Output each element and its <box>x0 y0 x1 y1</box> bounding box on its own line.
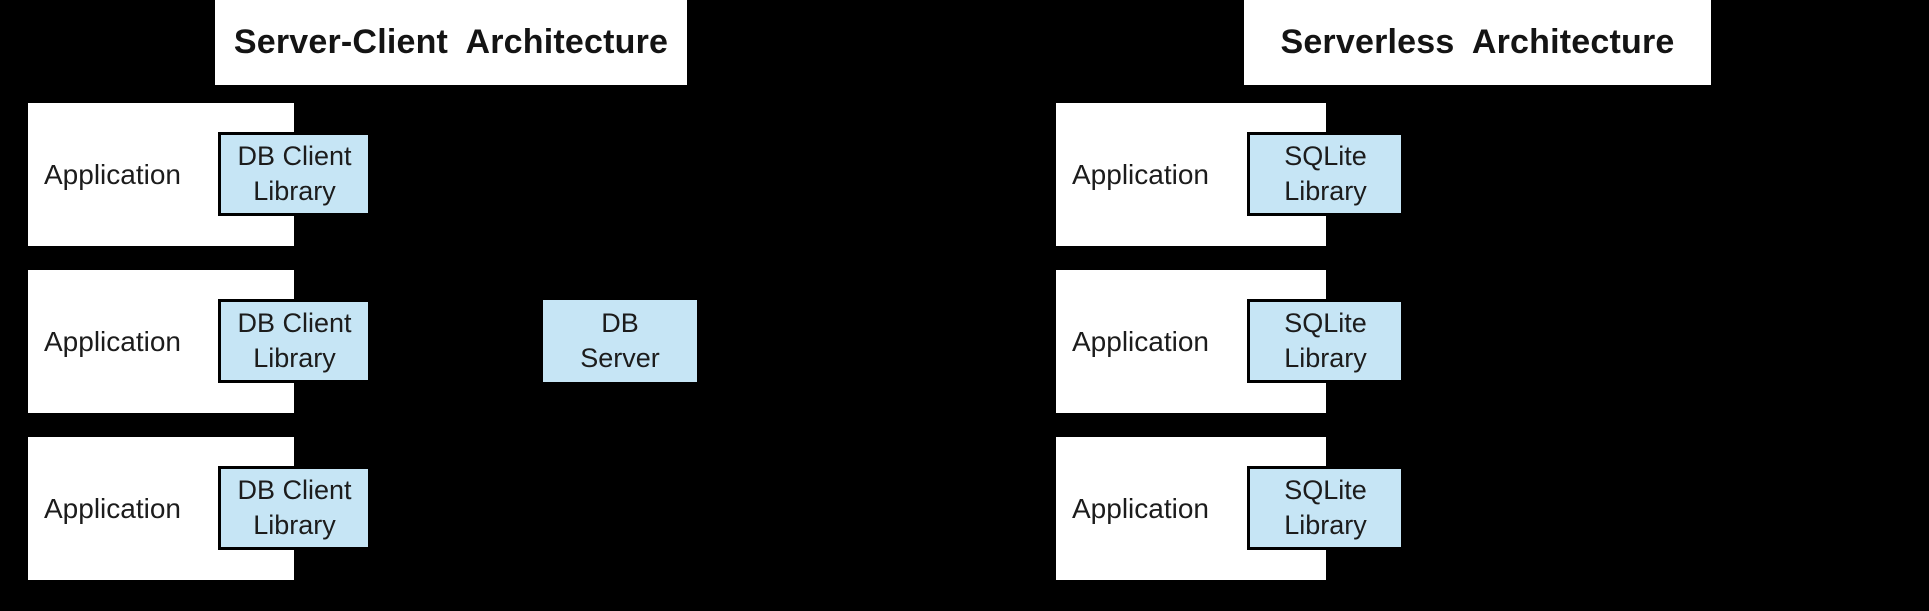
application-label: Application <box>1072 492 1209 524</box>
sqlite-library-label-line2: Library <box>1284 343 1367 373</box>
sqlite-library-label-line1: SQLite <box>1284 308 1367 338</box>
application-label: Application <box>1072 158 1209 190</box>
db-client-library-label-line2: Library <box>253 343 336 373</box>
db-client-library-box: DB Client Library <box>218 466 371 550</box>
sqlite-library-label-line2: Library <box>1284 176 1367 206</box>
server-client-title: Server-Client Architecture <box>215 0 687 85</box>
sqlite-library-box: SQLite Library <box>1247 466 1404 550</box>
application-label: Application <box>44 492 181 524</box>
sqlite-library-label-line1: SQLite <box>1284 475 1367 505</box>
application-label: Application <box>1072 325 1209 357</box>
db-client-library-label-line1: DB Client <box>237 475 352 505</box>
serverless-title: Serverless Architecture <box>1244 0 1711 85</box>
db-client-library-box: DB Client Library <box>218 299 371 383</box>
db-server-label-line1: DB <box>601 308 639 338</box>
serverless-title-label: Serverless Architecture <box>1280 23 1675 61</box>
application-label: Application <box>44 325 181 357</box>
sqlite-library-label-line1: SQLite <box>1284 141 1367 171</box>
db-client-library-label-line2: Library <box>253 176 336 206</box>
db-server-box: DB Server <box>543 300 697 382</box>
sqlite-library-box: SQLite Library <box>1247 299 1404 383</box>
db-server-label-line2: Server <box>580 343 660 373</box>
db-client-library-label-line1: DB Client <box>237 141 352 171</box>
application-label: Application <box>44 158 181 190</box>
db-client-library-label-line1: DB Client <box>237 308 352 338</box>
sqlite-library-label-line2: Library <box>1284 510 1367 540</box>
sqlite-library-box: SQLite Library <box>1247 132 1404 216</box>
db-client-library-label-line2: Library <box>253 510 336 540</box>
server-client-title-label: Server-Client Architecture <box>233 23 669 61</box>
db-client-library-box: DB Client Library <box>218 132 371 216</box>
